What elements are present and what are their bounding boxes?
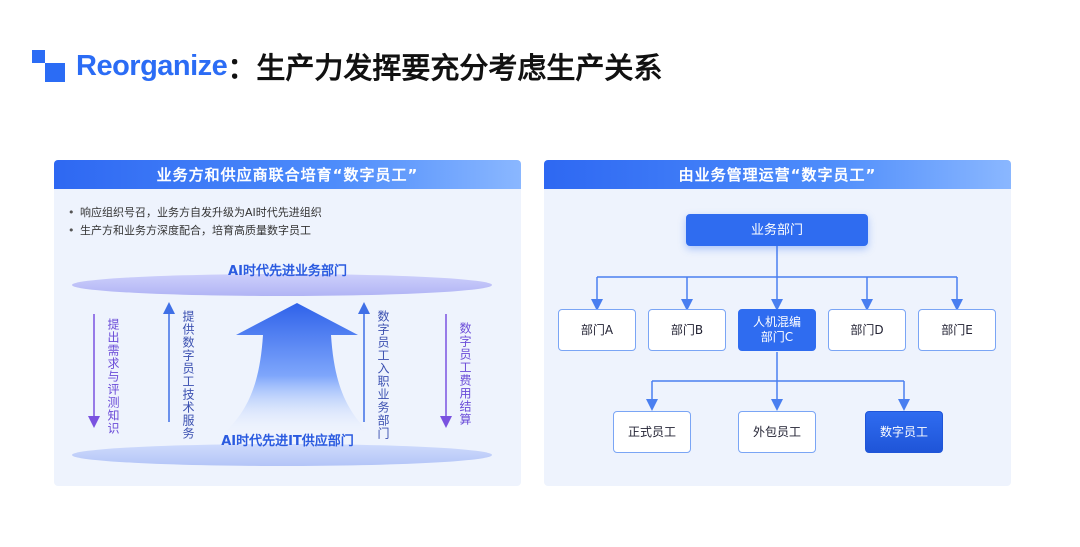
onboarding-flow-label: 数字员工入职业务部门 [376, 310, 390, 440]
bullet-item: 生产方和业务方深度配合，培育高质量数字员工 [68, 222, 322, 240]
page-title: Reorganize ： 生产力发挥要充分考虑生产关系 [76, 46, 662, 86]
dept-d-node: 部门D [828, 309, 906, 351]
page-title-separator: ： [227, 51, 257, 85]
staff-regular-node: 正式员工 [613, 411, 691, 453]
it-supplier-band [72, 444, 492, 466]
co-cultivation-heading: 业务方和供应商联合培育“数字员工” [54, 160, 521, 189]
staff-digital-node: 数字员工 [865, 411, 943, 453]
settlement-flow-label: 数字员工费用结算 [458, 322, 472, 426]
it-supplier-label: AI时代先进IT供应部门 [221, 434, 354, 449]
staff-outsourced-node: 外包员工 [738, 411, 816, 453]
tech-service-flow-label: 提供数字员工技术服务 [181, 310, 195, 440]
central-upward-arrow [222, 303, 372, 435]
co-cultivation-panel: 业务方和供应商联合培育“数字员工” 响应组织号召，业务方自发升级为AI时代先进组… [54, 160, 521, 486]
business-dept-root-node: 业务部门 [686, 214, 868, 246]
business-dept-band [72, 274, 492, 296]
business-operations-heading: 由业务管理运营“数字员工” [544, 160, 1011, 189]
dept-e-node: 部门E [918, 309, 996, 351]
demand-flow-label: 提出需求与评测知识 [106, 318, 120, 435]
flow-arrows [88, 302, 452, 435]
dept-a-node: 部门A [558, 309, 636, 351]
org-connectors [591, 246, 963, 411]
brand-logo-icon [32, 50, 66, 82]
mixed-dept-c-line1: 人机混编 [752, 315, 801, 329]
dept-b-node: 部门B [648, 309, 726, 351]
mixed-dept-c-line2: 部门C [760, 330, 794, 344]
mixed-dept-c-node: 人机混编 部门C [738, 309, 816, 351]
business-dept-label: AI时代先进业务部门 [228, 264, 347, 279]
bullet-item: 响应组织号召，业务方自发升级为AI时代先进组织 [68, 204, 322, 222]
page-title-en: Reorganize [76, 49, 228, 82]
page-title-zh: 生产力发挥要充分考虑生产关系 [256, 51, 663, 85]
bullet-list: 响应组织号召，业务方自发升级为AI时代先进组织 生产方和业务方深度配合，培育高质… [68, 204, 322, 240]
business-operations-panel: 由业务管理运营“数字员工” 业务部门 部门A 部门B 人机混编 部门C [544, 160, 1011, 486]
